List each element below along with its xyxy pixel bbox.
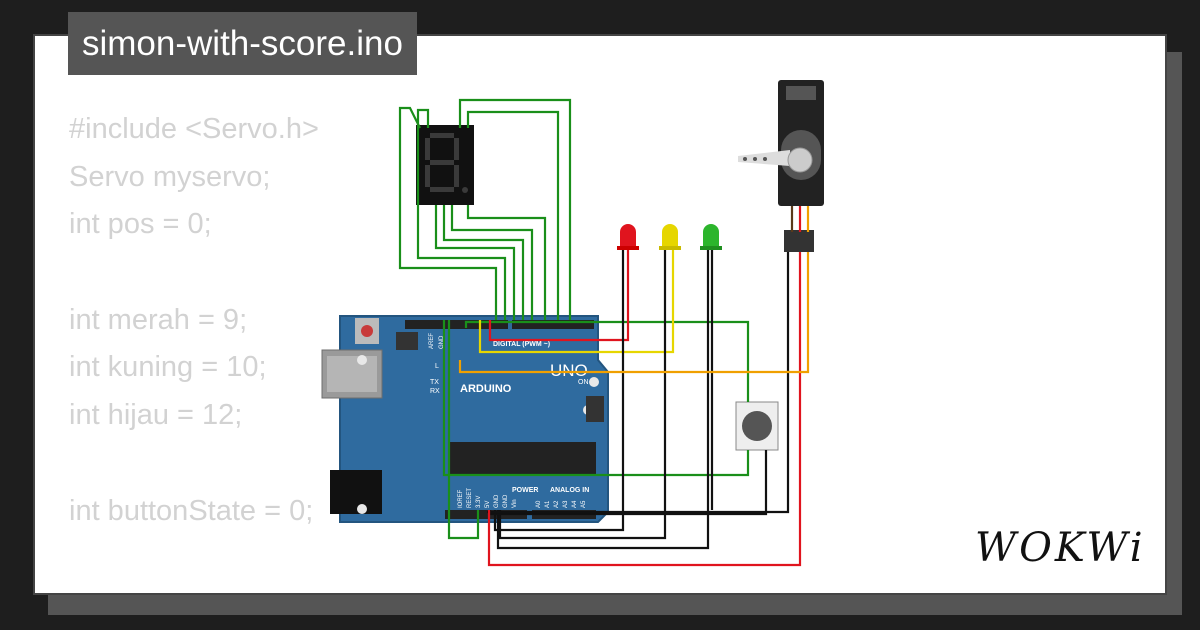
mount-hole xyxy=(357,504,367,514)
mount-hole xyxy=(357,355,367,365)
mount-hole xyxy=(589,377,599,387)
gnd-label: GND xyxy=(439,335,445,349)
board-model: UNO xyxy=(550,361,588,380)
digital-header-left xyxy=(405,320,508,329)
pin-label: GND xyxy=(494,494,500,508)
board-brand: ARDUINO xyxy=(460,383,512,395)
power-header xyxy=(445,510,527,519)
code-line: int hijau = 12; xyxy=(69,399,243,432)
code-line: int merah = 9; xyxy=(69,303,248,336)
wokwi-logo[interactable]: WOKWi xyxy=(975,525,1146,571)
pin-label: A3 xyxy=(563,500,569,508)
led-red[interactable] xyxy=(617,224,639,250)
pin-label: RESET xyxy=(467,488,473,508)
digital-header-right xyxy=(512,320,594,329)
code-line: int pos = 0; xyxy=(69,208,212,241)
led-green[interactable] xyxy=(700,224,722,250)
icsp-header xyxy=(586,396,604,422)
pin-label: GND xyxy=(503,494,509,508)
analog-label: ANALOG IN xyxy=(550,487,589,494)
on-label: ON xyxy=(578,379,589,386)
pushbutton[interactable] xyxy=(735,401,779,451)
code-line: int buttonState = 0; xyxy=(69,494,314,527)
pin-label: A2 xyxy=(554,500,560,508)
wires xyxy=(398,98,810,567)
pin-label: A0 xyxy=(536,500,542,508)
rx-label: RX xyxy=(430,388,440,395)
atmega-chip xyxy=(450,442,596,474)
arduino-uno-board[interactable]: ARDUINO UNO DIGITAL (PWM ~) POWER ANALOG… xyxy=(321,315,609,523)
aref-label: AREF xyxy=(429,333,435,349)
pin-label: A5 xyxy=(581,500,587,508)
led-yellow[interactable] xyxy=(659,224,681,250)
pin-label: 5V xyxy=(485,501,491,508)
reset-button[interactable] xyxy=(361,325,373,337)
l-label: L xyxy=(435,363,439,370)
usb-port-inner xyxy=(327,356,377,392)
tx-label: TX xyxy=(430,379,439,386)
servo-motor[interactable] xyxy=(738,80,824,252)
power-jack xyxy=(330,470,382,514)
code-preview: #include <Servo.h> Servo myservo; int pos … xyxy=(69,106,319,535)
pin-label: A4 xyxy=(572,500,578,508)
code-line: Servo myservo; xyxy=(69,160,271,193)
pin-label: A1 xyxy=(545,500,551,508)
code-line: int kuning = 10; xyxy=(69,351,267,384)
code-line: #include <Servo.h> xyxy=(69,113,319,145)
seven-segment-display[interactable] xyxy=(416,125,474,205)
pin-label: IOREF xyxy=(458,489,464,508)
project-title[interactable]: simon-with-score.ino xyxy=(68,12,417,75)
digital-label: DIGITAL (PWM ~) xyxy=(493,341,550,348)
icsp-header xyxy=(396,332,418,350)
pin-label: 3.3V xyxy=(476,496,482,508)
power-label: POWER xyxy=(512,487,538,494)
pin-label: Vin xyxy=(512,499,518,508)
project-card: #include <Servo.h> Servo myservo; int pos … xyxy=(33,34,1167,595)
